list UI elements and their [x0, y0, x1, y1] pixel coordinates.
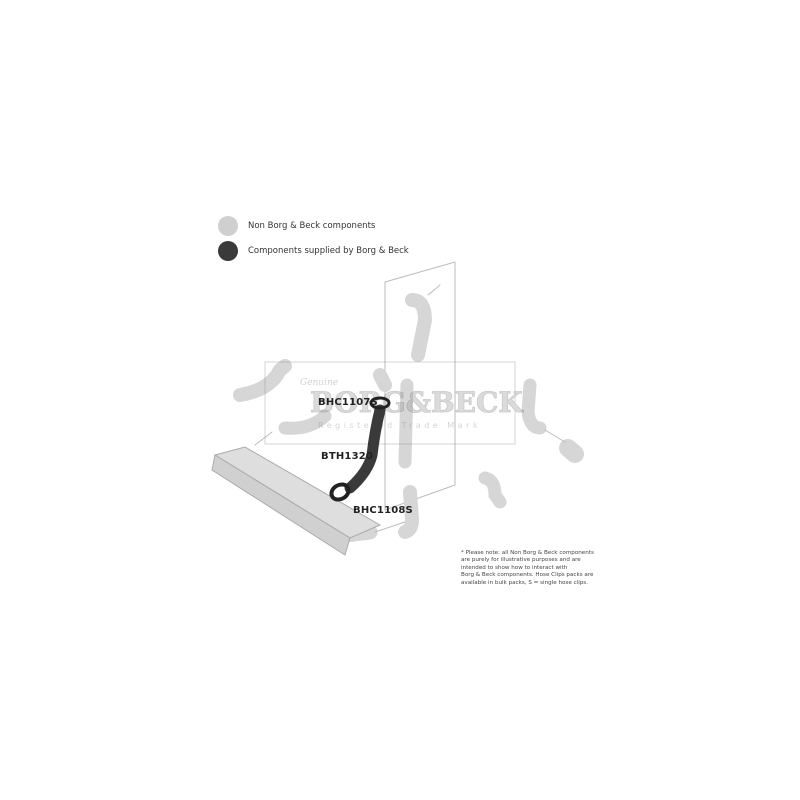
svg-text:Registered Trade Mark: Registered Trade Mark [318, 421, 481, 430]
legend-swatch-non-borg [218, 216, 238, 236]
note-line: Borg & Beck components. Hose Clips packs… [461, 572, 594, 579]
part-label-clip-top: BHC1107S [318, 397, 378, 408]
brand-watermark: Genuine BORG&BECK Registered Trade Mark [264, 361, 525, 445]
part-label-hose: BTH1320 [321, 451, 374, 462]
engine-panel-outline [384, 261, 456, 511]
note-line: intended to show how to interact with [461, 564, 568, 571]
legend-swatch-borg [218, 241, 238, 261]
part-label-clip-bottom: BHC1108S [353, 505, 413, 516]
note-line: available in bulk packs, S = single hose… [461, 579, 588, 586]
svg-text:BORG&BECK: BORG&BECK [310, 386, 524, 419]
clip-bhc1107s [369, 396, 391, 410]
legend-label-borg: Components supplied by Borg & Beck [248, 246, 409, 256]
clip-bhc1108s [329, 482, 351, 502]
note-line: * Please note: all Non Borg & Beck compo… [461, 550, 594, 556]
note-line: are purely for illustrative purposes and… [461, 557, 581, 564]
intercooler [211, 446, 382, 556]
disclaimer-note: * Please note: all Non Borg & Beck compo… [461, 550, 601, 587]
legend-label-non-borg: Non Borg & Beck components [248, 221, 376, 231]
borg-hose-bth1320 [329, 396, 391, 502]
svg-text:Genuine: Genuine [300, 378, 338, 388]
